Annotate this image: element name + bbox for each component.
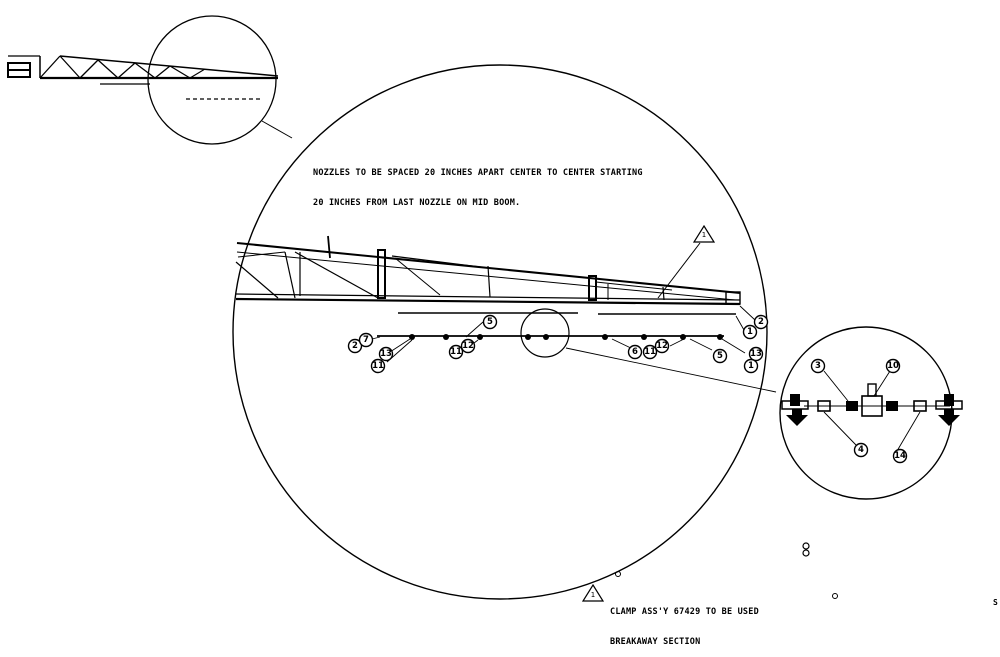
note-warning-label: 1	[591, 591, 595, 599]
nozzle-assembly-detail	[779, 326, 963, 500]
callout-14: 14	[892, 448, 908, 464]
callout-7: 7	[358, 332, 374, 348]
callout-12-right: 12	[654, 338, 670, 354]
boom-overview	[7, 15, 279, 145]
svg-text:2: 2	[352, 341, 358, 351]
callout-4: 4	[853, 442, 869, 458]
spacing-note: NOZZLES TO BE SPACED 20 INCHES APART CEN…	[313, 148, 643, 218]
callout-13-right: 13	[748, 346, 764, 362]
callout-11-right-mid: 11	[642, 344, 658, 360]
svg-text:12: 12	[656, 341, 668, 351]
callout-2-right: 2	[753, 314, 769, 330]
callout-5-left: 5	[482, 314, 498, 330]
svg-text:11: 11	[372, 361, 384, 371]
spacing-note-line1: NOZZLES TO BE SPACED 20 INCHES APART CEN…	[313, 168, 643, 178]
callout-11-right: 1	[743, 358, 759, 374]
callout-11-left: 11	[370, 358, 386, 374]
svg-text:10: 10	[887, 361, 899, 371]
callout-5-right: 5	[712, 348, 728, 364]
svg-text:5: 5	[487, 317, 493, 327]
stray-marks	[615, 542, 838, 599]
svg-text:11: 11	[450, 347, 462, 357]
callout-6: 6	[627, 344, 643, 360]
callout-11-mid: 11	[448, 344, 464, 360]
svg-text:12: 12	[462, 341, 474, 351]
svg-text:2: 2	[758, 317, 764, 327]
corner-mark: S	[993, 598, 999, 607]
spacing-note-line2: 20 INCHES FROM LAST NOZZLE ON MID BOOM.	[313, 198, 521, 208]
clamp-note: CLAMP ASS'Y 67429 TO BE USED BREAKAWAY S…	[610, 587, 759, 657]
callout-10: 10	[885, 358, 901, 374]
callout-1-right: 1	[742, 324, 758, 340]
callout-12-left: 12	[460, 338, 476, 354]
svg-text:13: 13	[750, 349, 762, 359]
svg-text:1: 1	[748, 361, 754, 371]
svg-text:7: 7	[363, 335, 369, 345]
boom-nozzle-assembly-diagram: 1	[7, 15, 963, 602]
warning-triangle-label: 1	[702, 231, 706, 239]
callout-3: 3	[810, 358, 826, 374]
svg-text:5: 5	[717, 351, 723, 361]
callout-2-left: 2	[347, 338, 363, 354]
svg-text:1: 1	[747, 327, 753, 337]
nozzle-bodies	[409, 334, 723, 340]
svg-text:6: 6	[632, 347, 638, 357]
svg-text:11: 11	[644, 347, 656, 357]
svg-text:4: 4	[858, 445, 864, 455]
svg-text:14: 14	[894, 451, 906, 461]
boom-detail	[232, 64, 768, 600]
clamp-note-line1: CLAMP ASS'Y 67429 TO BE USED	[610, 607, 759, 617]
callout-13-left: 13	[378, 346, 394, 362]
clamp-note-line2: BREAKAWAY SECTION	[610, 637, 701, 647]
svg-text:13: 13	[380, 349, 392, 359]
svg-text:3: 3	[815, 361, 821, 371]
